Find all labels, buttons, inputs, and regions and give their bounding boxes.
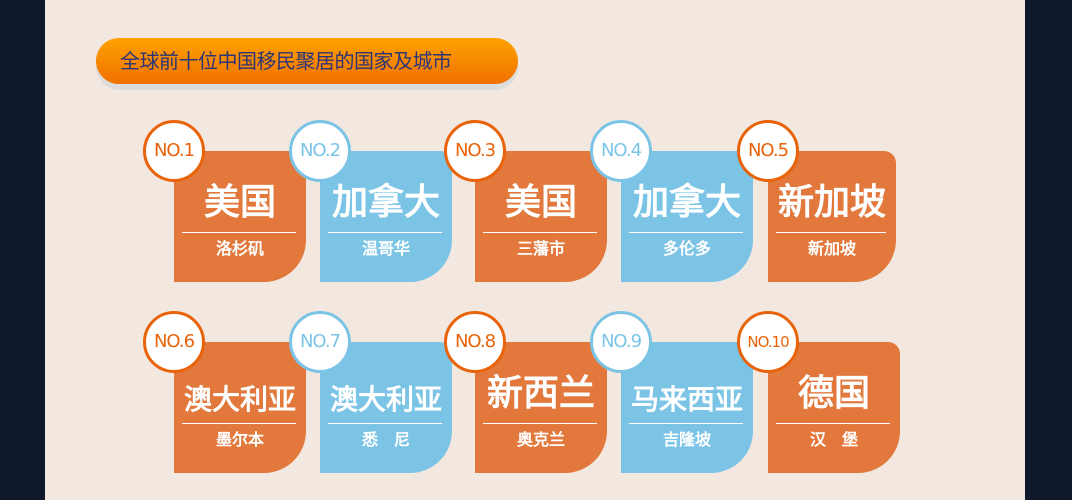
- rank-badge: NO.3: [444, 120, 506, 182]
- country-name: 加拿大: [331, 182, 440, 223]
- city-name: 悉 尼: [361, 430, 410, 449]
- divider: [776, 423, 890, 424]
- divider: [483, 232, 597, 233]
- rank-badge: NO.1: [143, 120, 205, 182]
- rank-badge: NO.2: [289, 120, 351, 182]
- page-title: 全球前十位中国移民聚居的国家及城市: [96, 38, 518, 84]
- divider: [776, 232, 886, 233]
- country-name: 德国: [797, 373, 870, 414]
- city-name: 新加坡: [807, 239, 856, 258]
- ranking-card: 加拿大 温哥华: [320, 151, 452, 282]
- country-name: 加拿大: [632, 182, 741, 223]
- country-name: 美国: [203, 182, 276, 223]
- city-name: 吉隆坡: [662, 430, 711, 449]
- divider: [483, 423, 597, 424]
- divider: [182, 423, 296, 424]
- divider: [328, 423, 442, 424]
- city-name: 墨尔本: [215, 430, 264, 449]
- rank-badge: NO.6: [143, 311, 205, 373]
- rank-badge: NO.8: [444, 311, 506, 373]
- divider: [328, 232, 442, 233]
- country-name: 美国: [504, 182, 577, 223]
- country-name: 新西兰: [486, 373, 595, 414]
- rank-badge: NO.5: [737, 120, 799, 182]
- city-name: 洛杉矶: [215, 239, 264, 258]
- city-name: 三藩市: [516, 239, 565, 258]
- city-name: 汉 堡: [809, 430, 858, 449]
- divider: [629, 232, 743, 233]
- rank-badge: NO.7: [289, 311, 351, 373]
- country-name: 澳大利亚: [183, 383, 296, 416]
- country-name: 澳大利亚: [329, 383, 442, 416]
- country-name: 马来西亚: [630, 383, 743, 416]
- country-name: 新加坡: [777, 182, 886, 223]
- divider: [629, 423, 743, 424]
- city-name: 多伦多: [662, 239, 711, 258]
- rank-badge: NO.10: [737, 311, 799, 373]
- city-name: 奥克兰: [516, 430, 565, 449]
- city-name: 温哥华: [361, 239, 410, 258]
- rank-badge: NO.4: [590, 120, 652, 182]
- divider: [182, 232, 296, 233]
- ranking-card: 澳大利亚 悉 尼: [320, 342, 452, 473]
- rank-badge: NO.9: [590, 311, 652, 373]
